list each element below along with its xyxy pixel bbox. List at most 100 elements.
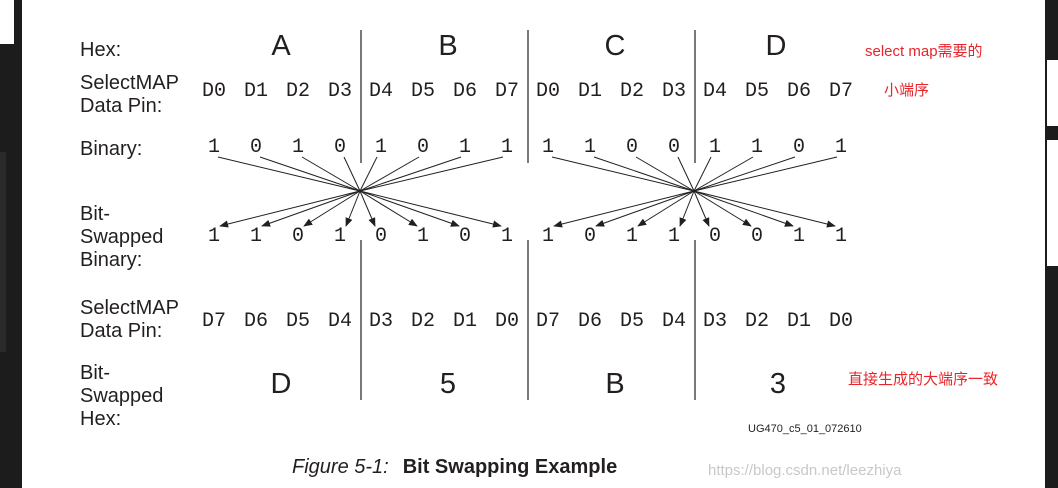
binary-bit: 1	[458, 136, 471, 159]
binary-bit: 1	[207, 136, 220, 159]
bottom-data-pin: D6	[243, 310, 268, 333]
bottom-data-pin: D0	[494, 310, 519, 333]
binary-bit: 1	[500, 136, 513, 159]
swapped-binary-bit: 1	[792, 225, 805, 248]
left-edge-fragment	[0, 152, 6, 352]
binary-bit: 1	[750, 136, 763, 159]
bottom-hex-digit: 3	[769, 368, 787, 400]
bottom-data-pin: D2	[410, 310, 435, 333]
bottom-data-pin: D7	[201, 310, 226, 333]
top-data-pin: D3	[327, 80, 352, 103]
top-data-pin: D7	[494, 80, 519, 103]
swap-arrow	[303, 190, 361, 227]
swapped-binary-bit: 1	[834, 225, 847, 248]
swap-line-in	[301, 156, 361, 192]
top-data-pin: D2	[619, 80, 644, 103]
binary-bit: 1	[541, 136, 554, 159]
top-data-pin: D5	[410, 80, 435, 103]
bit-swapped-hex-row-label: Bit- Swapped Hex:	[80, 362, 164, 430]
swapped-binary-bit: 0	[374, 225, 387, 248]
binary-bit: 1	[291, 136, 304, 159]
figure-id: UG470_c5_01_072610	[748, 423, 862, 435]
selectmap-bottom-row-label: SelectMAP Data Pin:	[80, 297, 179, 342]
top-data-pin: D2	[285, 80, 310, 103]
swap-line-in	[551, 156, 695, 192]
binary-row-label: Binary:	[80, 138, 143, 160]
swap-line-in	[693, 156, 796, 192]
top-data-pin: D0	[201, 80, 226, 103]
swap-line-in	[693, 156, 712, 192]
bottom-data-pin: D3	[368, 310, 393, 333]
swap-arrow	[359, 190, 376, 227]
swap-line-in	[677, 156, 695, 192]
top-data-pin: D6	[786, 80, 811, 103]
swapped-binary-bit: 1	[249, 225, 262, 248]
swap-arrow	[219, 190, 361, 228]
swapped-binary-bit: 1	[500, 225, 513, 248]
bottom-data-pin: D1	[452, 310, 477, 333]
figure-caption: Figure 5-1: Bit Swapping Example	[292, 456, 617, 479]
top-data-pin: D0	[535, 80, 560, 103]
swap-arrow	[595, 190, 695, 227]
binary-bit: 0	[249, 136, 262, 159]
swapped-binary-bit: 1	[625, 225, 638, 248]
swap-line-in	[693, 156, 838, 192]
swap-arrow	[345, 190, 361, 227]
swap-line-in	[359, 156, 378, 192]
binary-bit: 0	[416, 136, 429, 159]
swap-line-in	[259, 156, 361, 192]
binary-bit: 1	[374, 136, 387, 159]
swap-line-in	[359, 156, 462, 192]
swapped-binary-bit: 0	[583, 225, 596, 248]
swap-arrow	[359, 190, 418, 227]
top-hex-digit: D	[765, 30, 787, 62]
top-data-pin: D6	[452, 80, 477, 103]
swapped-binary-bit: 0	[708, 225, 721, 248]
swap-line-in	[693, 156, 754, 192]
swap-arrow	[693, 190, 710, 227]
figure-number: Figure 5-1:	[292, 456, 389, 478]
top-hex-digit: A	[271, 30, 291, 62]
right-edge-fragment	[1047, 140, 1058, 266]
swap-arrow	[693, 190, 836, 228]
left-edge-fragment	[0, 0, 14, 44]
screenshot-left-edge	[0, 0, 22, 488]
annotation-big-endian: 直接生成的大端序一致	[848, 371, 999, 388]
swapped-binary-bit: 1	[667, 225, 680, 248]
figure-title: Bit Swapping Example	[402, 456, 618, 478]
bottom-data-pin: D5	[285, 310, 310, 333]
swap-line-in	[359, 156, 420, 192]
swap-line-in	[635, 156, 695, 192]
bottom-hex-digit: 5	[439, 368, 457, 400]
swap-arrow	[637, 190, 695, 227]
selectmap-top-row-label: SelectMAP Data Pin:	[80, 72, 179, 117]
bottom-data-pin: D2	[744, 310, 769, 333]
top-data-pin: D1	[243, 80, 268, 103]
top-hex-digit: B	[438, 30, 458, 62]
bottom-data-pin: D7	[535, 310, 560, 333]
binary-bit: 0	[333, 136, 346, 159]
swapped-binary-bit: 0	[291, 225, 304, 248]
top-data-pin: D1	[577, 80, 602, 103]
annotation-little-endian-line1: select map需要的	[865, 43, 983, 60]
swapped-binary-bit: 0	[750, 225, 763, 248]
top-hex-digit: C	[604, 30, 626, 62]
bottom-data-pin: D3	[702, 310, 727, 333]
top-data-pin: D3	[661, 80, 686, 103]
swap-arrow	[693, 190, 794, 227]
swapped-binary-bit: 1	[416, 225, 429, 248]
bottom-data-pin: D4	[661, 310, 686, 333]
hex-row-label: Hex:	[80, 39, 122, 61]
swap-arrow	[679, 190, 695, 227]
swap-arrow	[553, 190, 695, 228]
binary-bit: 1	[583, 136, 596, 159]
swap-arrow	[359, 190, 460, 227]
bottom-hex-digit: B	[605, 368, 625, 400]
bottom-data-pin: D5	[619, 310, 644, 333]
bottom-data-pin: D1	[786, 310, 811, 333]
swapped-binary-bit: 1	[207, 225, 220, 248]
bottom-hex-digit: D	[270, 368, 292, 400]
bottom-data-pin: D0	[828, 310, 853, 333]
bottom-data-pin: D6	[577, 310, 602, 333]
bottom-data-pin: D4	[327, 310, 352, 333]
